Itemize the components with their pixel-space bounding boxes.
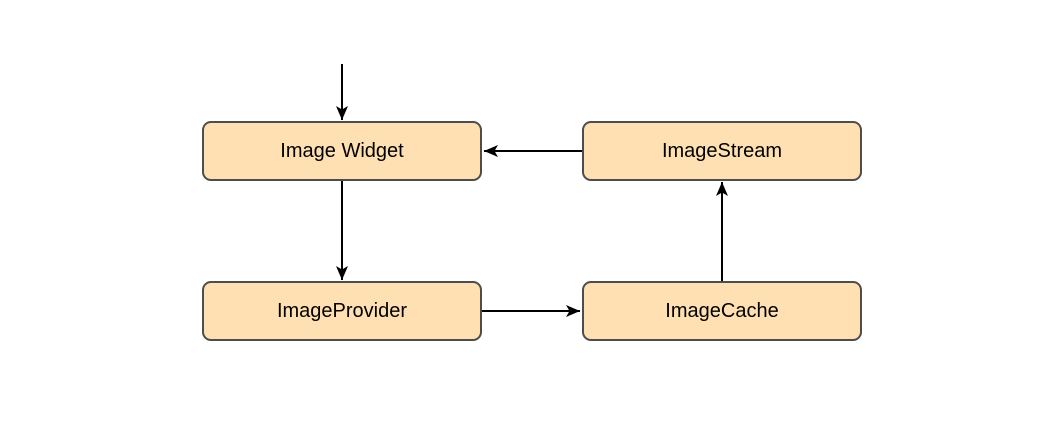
node-image-widget-label: Image Widget [280, 139, 404, 162]
node-image-widget: Image Widget [202, 121, 482, 181]
node-image-provider-label: ImageProvider [276, 299, 408, 322]
node-image-stream: ImageStream [582, 121, 862, 181]
node-image-provider: ImageProvider [202, 281, 482, 341]
node-image-stream-label: ImageStream [661, 139, 783, 162]
node-image-cache-label: ImageCache [665, 299, 779, 322]
node-image-cache: ImageCache [582, 281, 862, 341]
